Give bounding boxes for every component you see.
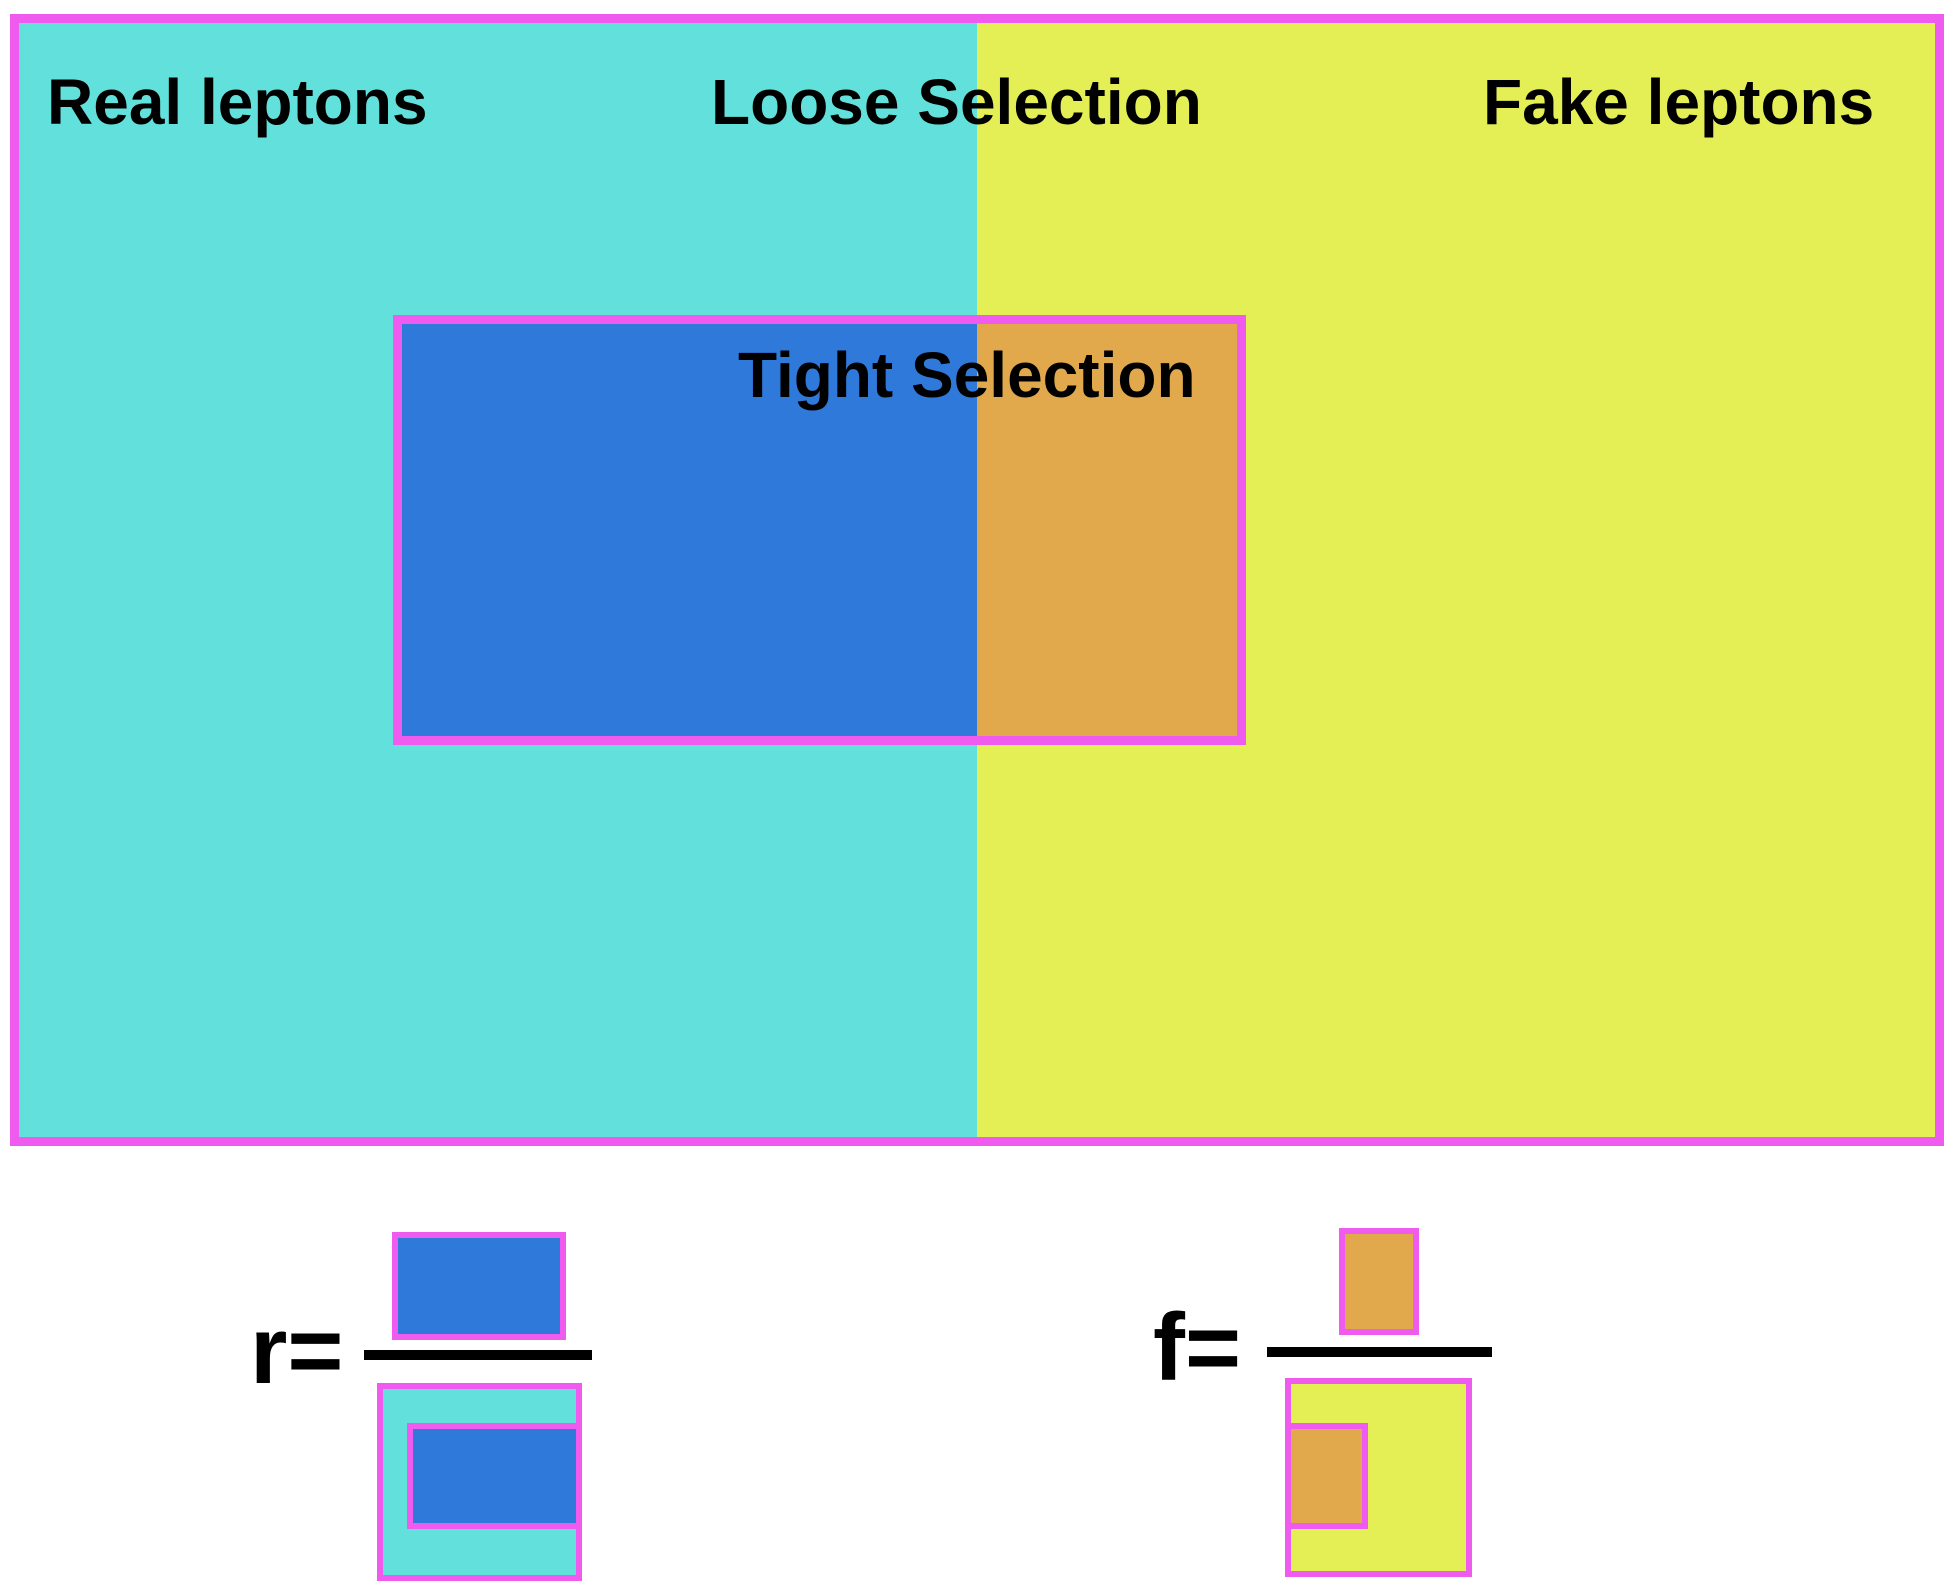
fake-leptons-label: Fake leptons bbox=[1483, 66, 1875, 138]
tight-real-region bbox=[398, 320, 977, 740]
tight-selection-border bbox=[393, 315, 1246, 745]
tight-fake-region bbox=[977, 320, 1241, 740]
denominator-tight-real-inset bbox=[407, 1423, 582, 1529]
loose-selection-border bbox=[10, 14, 1944, 1146]
numerator-tight-real-box bbox=[392, 1232, 566, 1340]
fraction-line bbox=[364, 1350, 592, 1360]
real-leptons-label: Real leptons bbox=[47, 66, 428, 138]
fraction-line bbox=[1267, 1347, 1492, 1357]
tight-selection-label: Tight Selection bbox=[738, 339, 1196, 411]
fake-efficiency-symbol: f= bbox=[1153, 1294, 1242, 1401]
loose-selection-label: Loose Selection bbox=[711, 66, 1202, 138]
real-efficiency-symbol: r= bbox=[250, 1297, 344, 1404]
numerator-tight-fake-box bbox=[1339, 1228, 1419, 1335]
denominator-tight-fake-inset bbox=[1285, 1423, 1368, 1529]
